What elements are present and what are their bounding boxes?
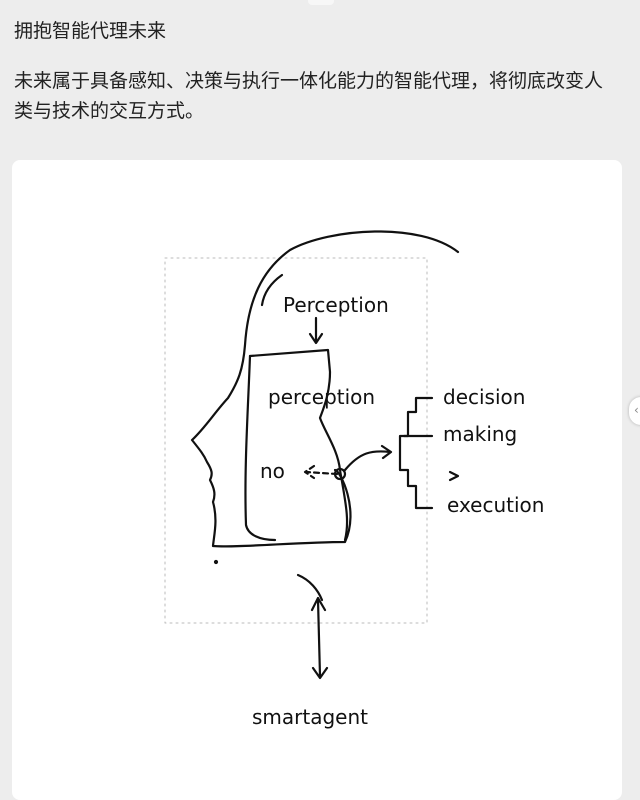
image-card[interactable] (12, 160, 622, 800)
label-execution: execution (447, 493, 544, 517)
node-circle (333, 467, 347, 481)
smartagent-hook (296, 573, 324, 602)
arrow-perception (308, 316, 324, 345)
side-expand-button[interactable]: ‹ (629, 397, 640, 425)
decision-bracket (398, 396, 434, 510)
chevron-left-icon: ‹ (634, 403, 639, 417)
label-perception-top: Perception (283, 293, 389, 317)
message-title: 拥抱智能代理未来 (14, 20, 167, 42)
head-back-line (260, 273, 284, 307)
dotted-frame (164, 257, 428, 624)
label-perception-inner: perception (268, 385, 375, 409)
dot-mark (213, 559, 219, 565)
message-body: 未来属于具备感知、决策与执行一体化能力的智能代理，将彻底改变人类与技术的交互方式… (14, 70, 604, 122)
sketch-illustration: Perception perception no decision making… (164, 230, 544, 729)
label-decision: decision (443, 385, 525, 409)
head-outline (190, 230, 460, 548)
arrow-smartagent (310, 596, 329, 680)
perception-box (248, 348, 349, 542)
top-tab-handle (308, 0, 334, 5)
arrow-decision (343, 444, 393, 472)
arrow-no (303, 464, 339, 480)
label-no: no (260, 459, 285, 483)
label-making: making (443, 422, 517, 446)
arrow-execution (448, 470, 460, 482)
label-smartagent: smartagent (252, 705, 368, 729)
perception-box-left (244, 354, 277, 542)
